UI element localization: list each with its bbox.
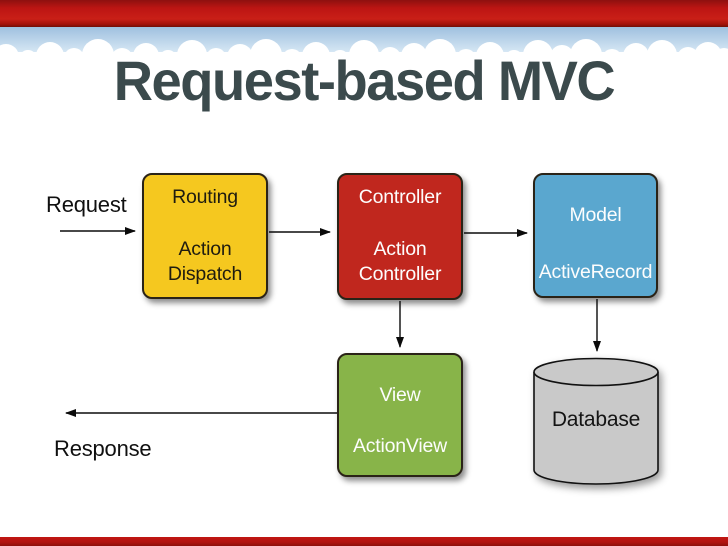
spacer bbox=[535, 228, 656, 260]
controller-box-line: Controller bbox=[358, 263, 442, 285]
response-label: Response bbox=[54, 436, 152, 461]
controller-box-line: Action bbox=[373, 238, 427, 260]
spacer bbox=[339, 210, 461, 237]
routing-box-line: Action bbox=[178, 238, 232, 260]
view-box: View ActionView bbox=[337, 353, 463, 477]
controller-box: Controller Action Controller bbox=[337, 173, 463, 300]
title-row: Request-based MVC bbox=[0, 48, 728, 113]
cylinder-shape bbox=[533, 357, 659, 485]
view-box-line: View bbox=[379, 384, 421, 406]
controller-box-line: Controller bbox=[358, 186, 442, 208]
routing-box-line: Dispatch bbox=[167, 263, 243, 285]
database-label: Database bbox=[551, 408, 641, 431]
routing-box: Routing Action Dispatch bbox=[142, 173, 268, 299]
database-cylinder: Database bbox=[532, 356, 660, 490]
model-box-line: ActiveRecord bbox=[538, 261, 653, 283]
top-red-banner bbox=[0, 0, 728, 27]
model-box-line: Model bbox=[569, 204, 622, 226]
model-box: Model ActiveRecord bbox=[533, 173, 658, 298]
view-box-line: ActionView bbox=[352, 435, 448, 457]
spacer bbox=[144, 210, 266, 237]
page-title: Request-based MVC bbox=[113, 49, 616, 112]
routing-box-line: Routing bbox=[172, 186, 238, 208]
spacer bbox=[339, 408, 461, 434]
bottom-red-banner bbox=[0, 537, 728, 546]
request-label: Request bbox=[46, 192, 127, 217]
